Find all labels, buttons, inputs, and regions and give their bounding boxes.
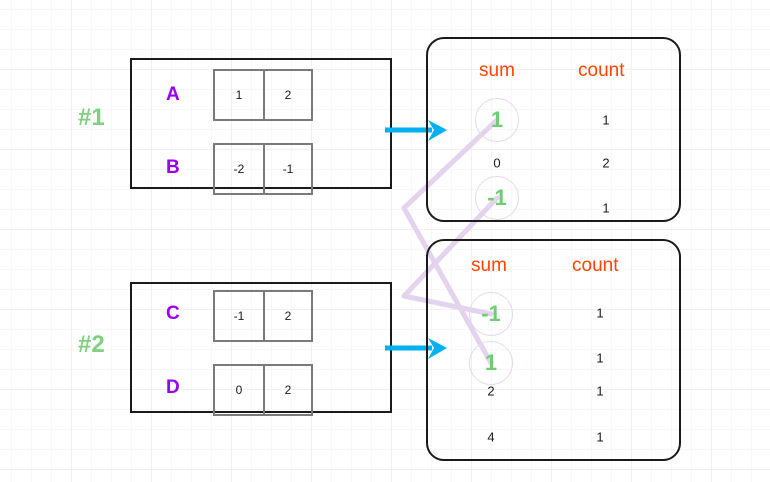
cell-c-1: 2 bbox=[263, 292, 311, 340]
row-letter-d: D bbox=[166, 377, 180, 398]
cell-a-1: 2 bbox=[263, 71, 311, 119]
row-letter-a: A bbox=[166, 84, 180, 105]
input-panel-group1 bbox=[130, 58, 392, 189]
group-label-2: #2 bbox=[78, 331, 105, 358]
result-bottom-sum-2: 2 bbox=[487, 383, 495, 399]
row-letter-c: C bbox=[166, 303, 180, 324]
result-bottom-sum-3: 4 bbox=[487, 429, 495, 445]
result-top-count-2: 1 bbox=[602, 200, 610, 216]
highlight-circle-bottom-row1 bbox=[469, 341, 513, 385]
result-top-count-1: 2 bbox=[602, 155, 610, 171]
cell-pair-a: 1 2 bbox=[213, 69, 313, 121]
cell-pair-b: -2 -1 bbox=[213, 143, 313, 195]
group-label-1: #1 bbox=[78, 104, 105, 131]
cell-a-0: 1 bbox=[235, 88, 243, 102]
cell-b-1: -1 bbox=[263, 145, 311, 193]
result-top-sum-1: 0 bbox=[493, 155, 501, 171]
result-bottom-sum-0: -1 bbox=[481, 301, 501, 326]
result-top-header-sum: sum bbox=[479, 60, 515, 81]
result-bottom-sum-1: 1 bbox=[484, 350, 498, 375]
row-letter-b: B bbox=[166, 157, 180, 178]
result-bottom-header-sum: sum bbox=[471, 255, 507, 276]
highlight-circle-top-row0 bbox=[475, 98, 519, 142]
result-top-sum-0: 1 bbox=[490, 107, 504, 132]
result-top-count-0: 1 bbox=[602, 112, 610, 128]
result-bottom-count-3: 1 bbox=[596, 429, 604, 445]
result-bottom-count-1: 1 bbox=[596, 350, 604, 366]
cell-pair-c: -1 2 bbox=[213, 290, 313, 342]
result-bottom-count-2: 1 bbox=[596, 383, 604, 399]
cell-b-0: -2 bbox=[233, 162, 245, 176]
result-top-sum-2: -1 bbox=[487, 185, 507, 210]
result-bottom-count-0: 1 bbox=[596, 305, 604, 321]
result-top-header-count: count bbox=[578, 60, 625, 81]
highlight-circle-bottom-row0 bbox=[469, 292, 513, 336]
cell-pair-d: 0 2 bbox=[213, 364, 313, 416]
result-panel-bottom bbox=[426, 239, 681, 461]
cell-d-0: 0 bbox=[235, 383, 243, 397]
highlight-circle-top-row2 bbox=[475, 176, 519, 220]
cell-c-0: -1 bbox=[233, 309, 245, 323]
cell-d-1: 2 bbox=[263, 366, 311, 414]
result-bottom-header-count: count bbox=[572, 255, 619, 276]
result-panel-top bbox=[426, 37, 681, 222]
